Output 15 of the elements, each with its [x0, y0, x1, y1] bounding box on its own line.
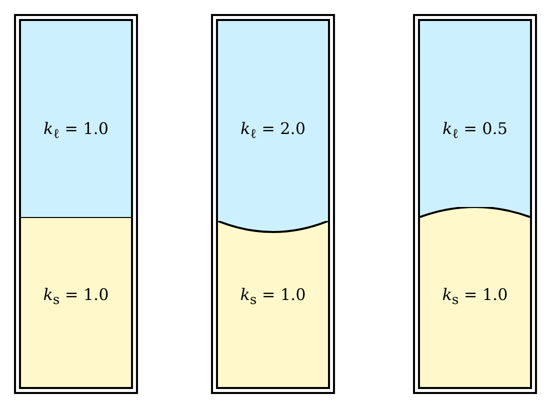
region-label: k$_{s}$ = 1.0	[442, 285, 508, 308]
solid-region	[420, 207, 530, 387]
region-label: k$_{s}$ = 1.0	[240, 285, 306, 308]
container-frame	[413, 14, 537, 394]
container-frame	[211, 14, 335, 394]
solid-region	[218, 221, 328, 387]
region-label: k$_{ℓ}$ = 0.5	[442, 119, 508, 142]
solid-region	[21, 217, 131, 387]
container-frame	[14, 14, 138, 394]
liquid-region	[218, 21, 328, 232]
region-label: k$_{ℓ}$ = 2.0	[240, 119, 306, 142]
region-label: k$_{ℓ}$ = 1.0	[43, 119, 109, 142]
liquid-region	[21, 21, 131, 217]
region-label: k$_{s}$ = 1.0	[43, 285, 109, 308]
liquid-region	[420, 21, 530, 217]
